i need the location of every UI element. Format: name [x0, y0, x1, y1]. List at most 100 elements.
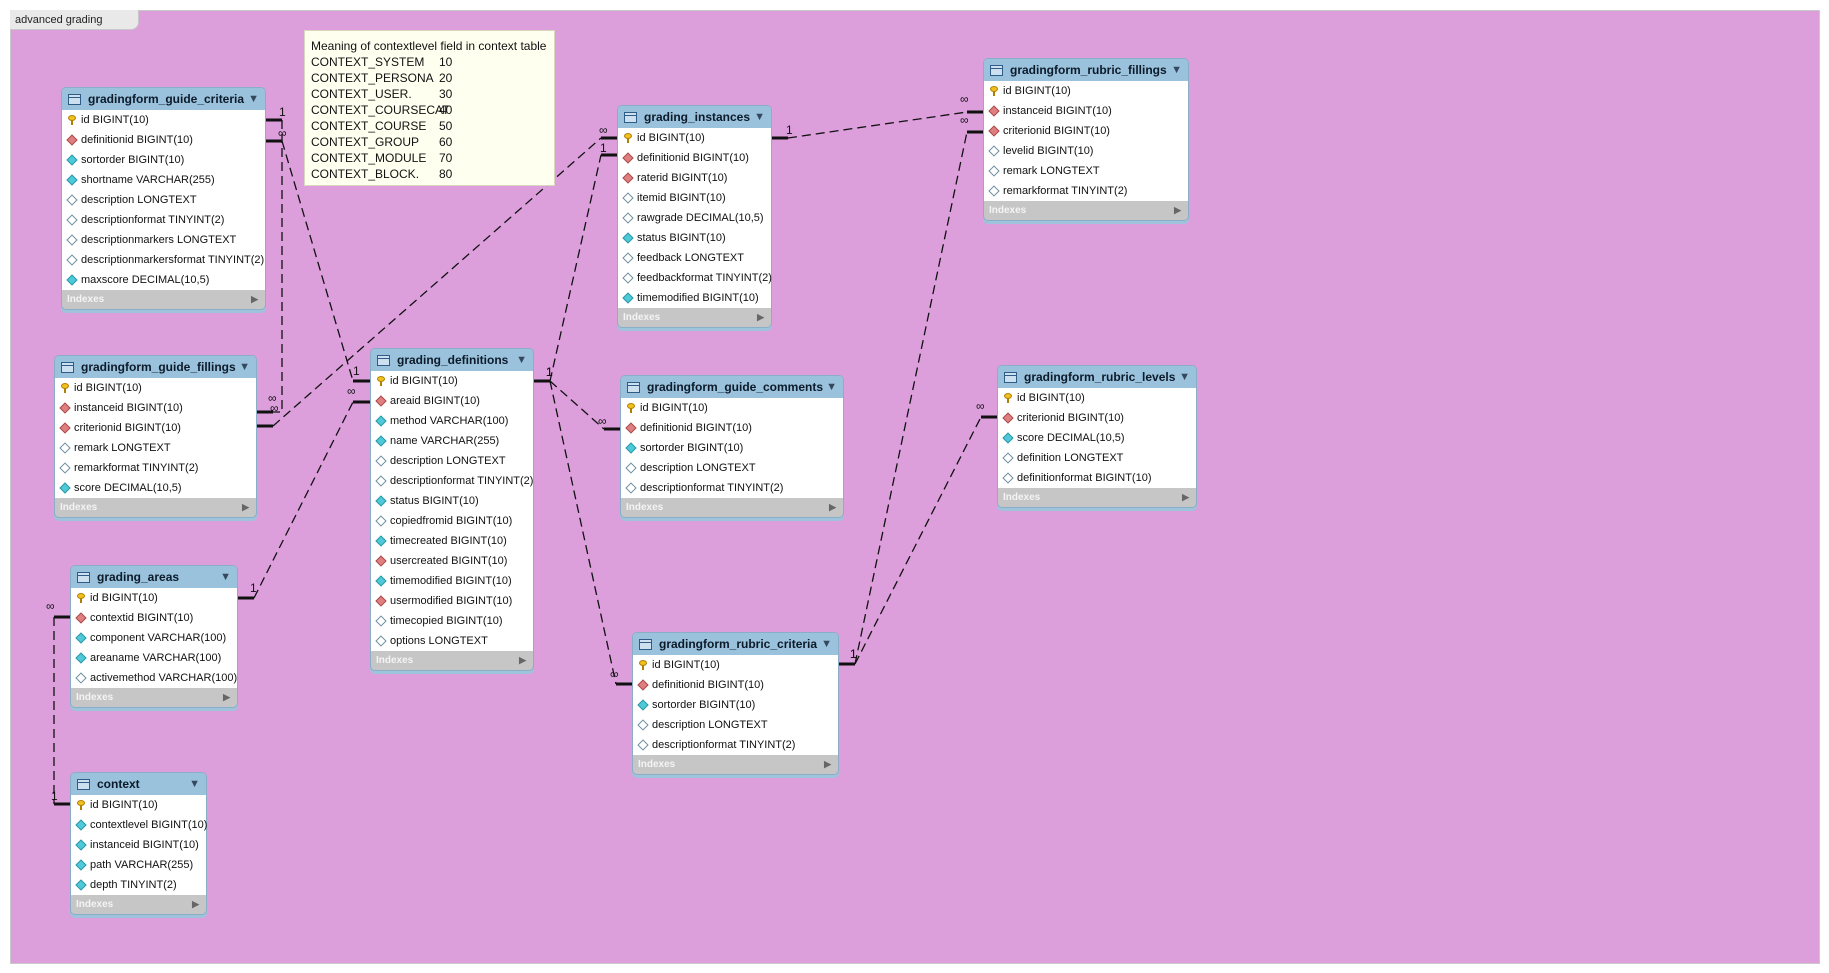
column-row[interactable]: shortname VARCHAR(255)	[62, 170, 265, 190]
column-row[interactable]: path VARCHAR(255)	[71, 855, 206, 875]
table-gradingform-rubric-fillings[interactable]: gradingform_rubric_fillings▼id BIGINT(10…	[983, 58, 1189, 221]
table-header[interactable]: gradingform_rubric_fillings▼	[984, 59, 1188, 81]
column-row[interactable]: definitionformat BIGINT(10)	[998, 468, 1196, 488]
column-row[interactable]: areaname VARCHAR(100)	[71, 648, 237, 668]
column-row[interactable]: description LONGTEXT	[371, 451, 533, 471]
expand-triangle-icon[interactable]: ▶	[242, 502, 249, 512]
column-row[interactable]: rawgrade DECIMAL(10,5)	[618, 208, 771, 228]
column-row[interactable]: contextlevel BIGINT(10)	[71, 815, 207, 835]
column-row[interactable]: levelid BIGINT(10)	[984, 141, 1188, 161]
column-row[interactable]: timecopied BIGINT(10)	[371, 611, 533, 631]
collapse-triangle-icon[interactable]: ▼	[754, 111, 765, 123]
column-row[interactable]: descriptionformat TINYINT(2)	[633, 735, 838, 755]
column-row[interactable]: timemodified BIGINT(10)	[371, 571, 533, 591]
table-header[interactable]: gradingform_rubric_criteria▼	[633, 633, 838, 655]
table-gradingform-rubric-levels[interactable]: gradingform_rubric_levels▼id BIGINT(10)c…	[997, 365, 1197, 508]
table-gradingform-guide-fillings[interactable]: gradingform_guide_fillings▼id BIGINT(10)…	[54, 355, 257, 518]
indexes-section[interactable]: Indexes▶	[71, 895, 206, 914]
indexes-section[interactable]: Indexes▶	[621, 498, 843, 517]
column-row[interactable]: description LONGTEXT	[633, 715, 838, 735]
column-row[interactable]: maxscore DECIMAL(10,5)	[62, 270, 265, 290]
column-row[interactable]: instanceid BIGINT(10)	[55, 398, 256, 418]
column-row[interactable]: id BIGINT(10)	[55, 378, 256, 398]
table-header[interactable]: gradingform_guide_criteria▼	[62, 88, 265, 110]
table-header[interactable]: gradingform_guide_fillings▼	[55, 356, 256, 378]
column-row[interactable]: feedbackformat TINYINT(2)	[618, 268, 772, 288]
diagram-tab[interactable]: advanced grading	[10, 10, 139, 30]
column-row[interactable]: score DECIMAL(10,5)	[998, 428, 1196, 448]
indexes-section[interactable]: Indexes▶	[998, 488, 1196, 507]
expand-triangle-icon[interactable]: ▶	[757, 312, 764, 322]
table-context[interactable]: context▼id BIGINT(10)contextlevel BIGINT…	[70, 772, 207, 915]
indexes-section[interactable]: Indexes▶	[371, 651, 533, 670]
column-row[interactable]: id BIGINT(10)	[984, 81, 1188, 101]
column-row[interactable]: contextid BIGINT(10)	[71, 608, 237, 628]
expand-triangle-icon[interactable]: ▶	[1182, 492, 1189, 502]
collapse-triangle-icon[interactable]: ▼	[826, 381, 837, 393]
table-grading-instances[interactable]: grading_instances▼id BIGINT(10)definitio…	[617, 105, 772, 328]
table-header[interactable]: gradingform_guide_comments▼	[621, 376, 843, 398]
column-row[interactable]: remark LONGTEXT	[984, 161, 1188, 181]
column-row[interactable]: sortorder BIGINT(10)	[633, 695, 838, 715]
table-gradingform-guide-comments[interactable]: gradingform_guide_comments▼id BIGINT(10)…	[620, 375, 844, 518]
table-header[interactable]: grading_areas▼	[71, 566, 237, 588]
table-grading-definitions[interactable]: grading_definitions▼id BIGINT(10)areaid …	[370, 348, 534, 671]
column-row[interactable]: timecreated BIGINT(10)	[371, 531, 533, 551]
collapse-triangle-icon[interactable]: ▼	[239, 361, 250, 373]
column-row[interactable]: descriptionmarkers LONGTEXT	[62, 230, 265, 250]
table-header[interactable]: context▼	[71, 773, 206, 795]
column-row[interactable]: areaid BIGINT(10)	[371, 391, 533, 411]
indexes-section[interactable]: Indexes▶	[633, 755, 838, 774]
table-header[interactable]: grading_definitions▼	[371, 349, 533, 371]
indexes-section[interactable]: Indexes▶	[618, 308, 771, 327]
column-row[interactable]: id BIGINT(10)	[621, 398, 843, 418]
expand-triangle-icon[interactable]: ▶	[1174, 205, 1181, 215]
collapse-triangle-icon[interactable]: ▼	[516, 354, 527, 366]
expand-triangle-icon[interactable]: ▶	[829, 502, 836, 512]
column-row[interactable]: method VARCHAR(100)	[371, 411, 533, 431]
column-row[interactable]: score DECIMAL(10,5)	[55, 478, 256, 498]
table-gradingform-guide-criteria[interactable]: gradingform_guide_criteria▼id BIGINT(10)…	[61, 87, 266, 310]
column-row[interactable]: options LONGTEXT	[371, 631, 533, 651]
collapse-triangle-icon[interactable]: ▼	[220, 571, 231, 583]
column-row[interactable]: id BIGINT(10)	[998, 388, 1196, 408]
column-row[interactable]: timemodified BIGINT(10)	[618, 288, 771, 308]
collapse-triangle-icon[interactable]: ▼	[1171, 64, 1182, 76]
column-row[interactable]: raterid BIGINT(10)	[618, 168, 771, 188]
column-row[interactable]: usercreated BIGINT(10)	[371, 551, 533, 571]
column-row[interactable]: definitionid BIGINT(10)	[62, 130, 265, 150]
column-row[interactable]: definition LONGTEXT	[998, 448, 1196, 468]
table-header[interactable]: grading_instances▼	[618, 106, 771, 128]
column-row[interactable]: component VARCHAR(100)	[71, 628, 237, 648]
column-row[interactable]: feedback LONGTEXT	[618, 248, 771, 268]
column-row[interactable]: remark LONGTEXT	[55, 438, 256, 458]
column-row[interactable]: sortorder BIGINT(10)	[621, 438, 843, 458]
table-header[interactable]: gradingform_rubric_levels▼	[998, 366, 1196, 388]
column-row[interactable]: id BIGINT(10)	[371, 371, 533, 391]
table-grading-areas[interactable]: grading_areas▼id BIGINT(10)contextid BIG…	[70, 565, 238, 708]
column-row[interactable]: id BIGINT(10)	[618, 128, 771, 148]
column-row[interactable]: description LONGTEXT	[62, 190, 265, 210]
column-row[interactable]: criterionid BIGINT(10)	[55, 418, 256, 438]
column-row[interactable]: id BIGINT(10)	[71, 795, 206, 815]
column-row[interactable]: definitionid BIGINT(10)	[633, 675, 838, 695]
column-row[interactable]: instanceid BIGINT(10)	[71, 835, 206, 855]
expand-triangle-icon[interactable]: ▶	[192, 899, 199, 909]
column-row[interactable]: copiedfromid BIGINT(10)	[371, 511, 533, 531]
collapse-triangle-icon[interactable]: ▼	[248, 93, 259, 105]
column-row[interactable]: description LONGTEXT	[621, 458, 843, 478]
collapse-triangle-icon[interactable]: ▼	[1179, 371, 1190, 383]
column-row[interactable]: name VARCHAR(255)	[371, 431, 533, 451]
column-row[interactable]: descriptionformat TINYINT(2)	[62, 210, 265, 230]
indexes-section[interactable]: Indexes▶	[984, 201, 1188, 220]
column-row[interactable]: itemid BIGINT(10)	[618, 188, 771, 208]
column-row[interactable]: id BIGINT(10)	[71, 588, 237, 608]
collapse-triangle-icon[interactable]: ▼	[189, 778, 200, 790]
column-row[interactable]: criterionid BIGINT(10)	[998, 408, 1196, 428]
expand-triangle-icon[interactable]: ▶	[251, 294, 258, 304]
column-row[interactable]: id BIGINT(10)	[633, 655, 838, 675]
column-row[interactable]: descriptionformat TINYINT(2)	[621, 478, 843, 498]
expand-triangle-icon[interactable]: ▶	[519, 655, 526, 665]
column-row[interactable]: descriptionformat TINYINT(2)	[371, 471, 533, 491]
column-row[interactable]: remarkformat TINYINT(2)	[984, 181, 1188, 201]
